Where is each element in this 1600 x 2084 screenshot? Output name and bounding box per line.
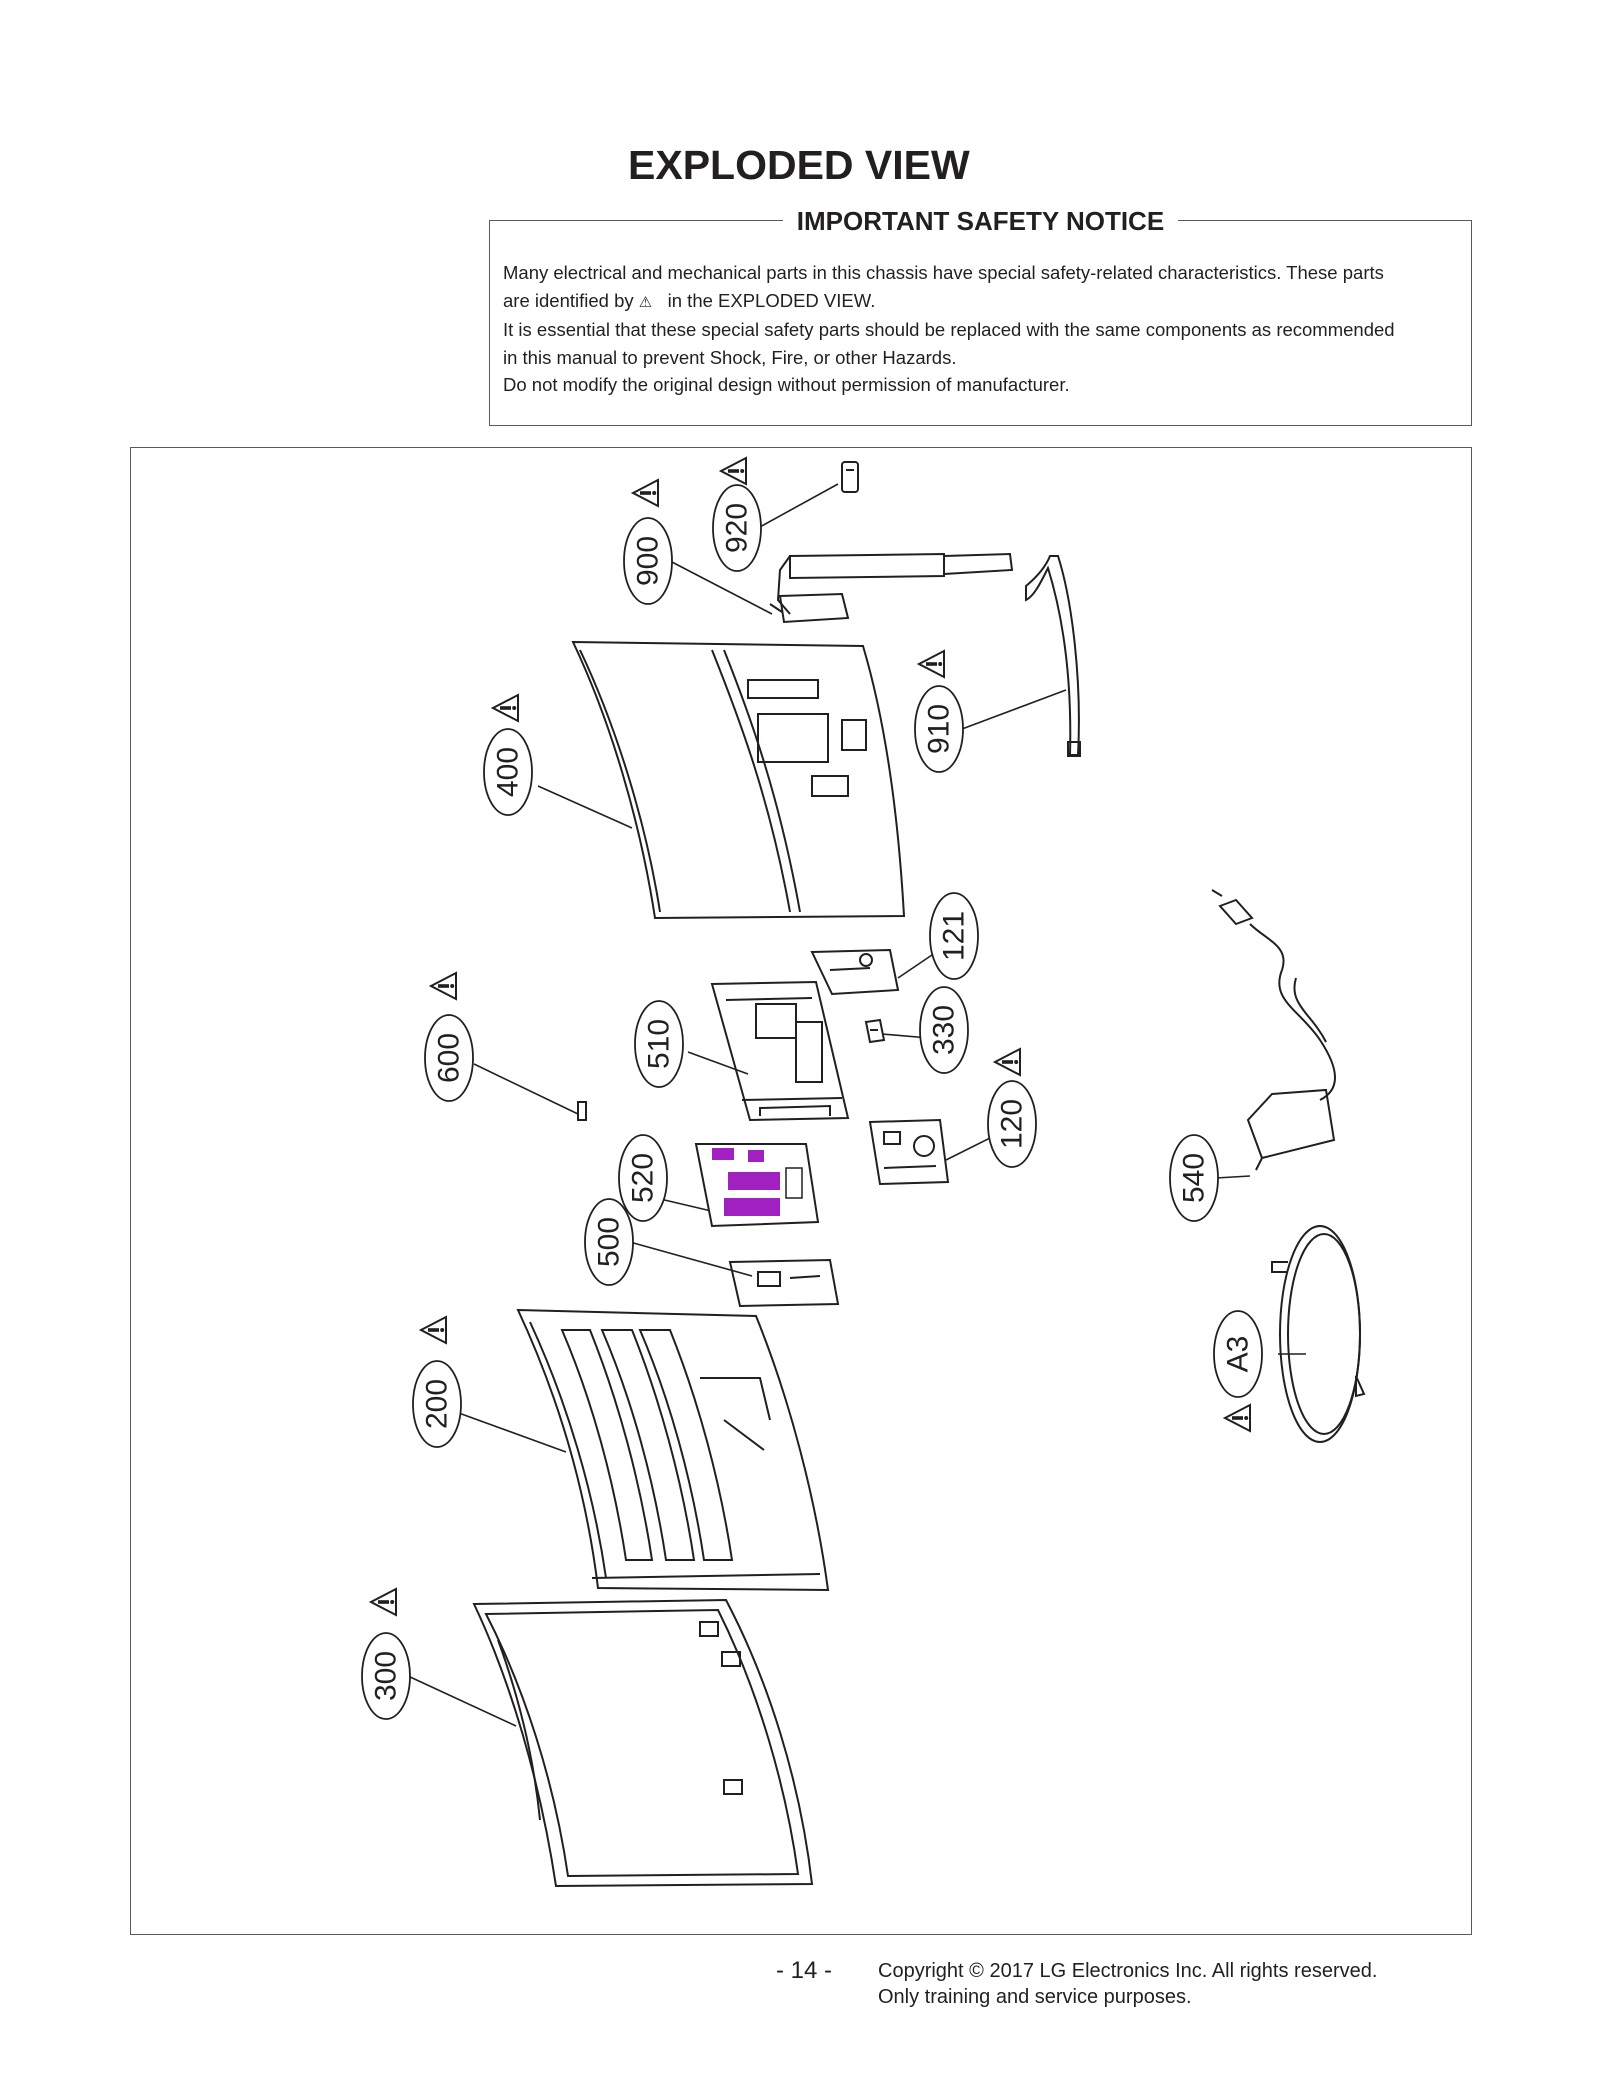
- safety-notice-box: IMPORTANT SAFETY NOTICE Many electrical …: [489, 206, 1472, 426]
- label-121: 121: [938, 911, 971, 961]
- board-121-part: [810, 948, 900, 996]
- power-cord-part: [1271, 1225, 1366, 1443]
- warning-icon-910: [918, 650, 945, 678]
- label-120: 120: [996, 1099, 1029, 1149]
- safety-notice-heading: IMPORTANT SAFETY NOTICE: [490, 206, 1471, 237]
- label-500: 500: [593, 1217, 626, 1267]
- leader-lines: [407, 483, 1306, 1727]
- part-330: [864, 1018, 886, 1044]
- back-cover-part: [571, 640, 906, 920]
- copyright-notice: Copyright © 2017 LG Electronics Inc. All…: [878, 1960, 1378, 2008]
- main-board-510-part: [710, 980, 850, 1122]
- safety-notice-text: Many electrical and mechanical parts in …: [503, 259, 1458, 399]
- warning-icon-900: [632, 479, 659, 507]
- power-adapter-part: [1211, 889, 1336, 1171]
- front-bezel-part: [472, 1598, 814, 1888]
- notice-line-4: in this manual to prevent Shock, Fire, o…: [503, 346, 957, 368]
- warning-icon-200: [420, 1316, 447, 1344]
- label-600: 600: [433, 1033, 466, 1083]
- label-200: 200: [421, 1379, 454, 1429]
- notice-line-1: Many electrical and mechanical parts in …: [503, 262, 1384, 283]
- stand-base-part: [769, 461, 1014, 624]
- warning-icon-920: [720, 457, 747, 485]
- warning-icon-120: [994, 1048, 1021, 1076]
- label-910: 910: [923, 704, 956, 754]
- board-520-part: [694, 1143, 820, 1228]
- warning-icon-300: [370, 1588, 397, 1616]
- middle-chassis-part: [516, 1308, 830, 1592]
- exploded-view-frame: [130, 447, 1472, 1935]
- label-520: 520: [627, 1153, 660, 1203]
- label-510: 510: [643, 1019, 676, 1069]
- board-500-part: [728, 1258, 840, 1308]
- safety-warning-icons: [370, 457, 1251, 1616]
- warning-triangle-icon: ⚠: [638, 293, 653, 311]
- label-900: 900: [632, 536, 665, 586]
- notice-line-2: are identified by ⚠ in the EXPLODED VIEW…: [503, 289, 876, 311]
- notice-line-3: It is essential that these special safet…: [503, 319, 1395, 340]
- warning-icon-400: [492, 694, 519, 722]
- label-300: 300: [370, 1651, 403, 1701]
- label-540: 540: [1178, 1153, 1211, 1203]
- label-400: 400: [492, 747, 525, 797]
- part-600: [577, 1101, 587, 1121]
- label-a3: A3: [1222, 1336, 1255, 1373]
- label-330: 330: [928, 1005, 961, 1055]
- warning-icon-600: [430, 972, 457, 1000]
- warning-icon-a3: [1224, 1404, 1251, 1432]
- page-title: EXPLODED VIEW: [628, 142, 970, 188]
- notice-line-5: Do not modify the original design withou…: [503, 374, 1070, 395]
- board-120-part: [868, 1118, 950, 1186]
- label-920: 920: [721, 503, 754, 553]
- stand-neck-part: [1025, 555, 1081, 757]
- page-number: - 14 -: [776, 1957, 833, 1984]
